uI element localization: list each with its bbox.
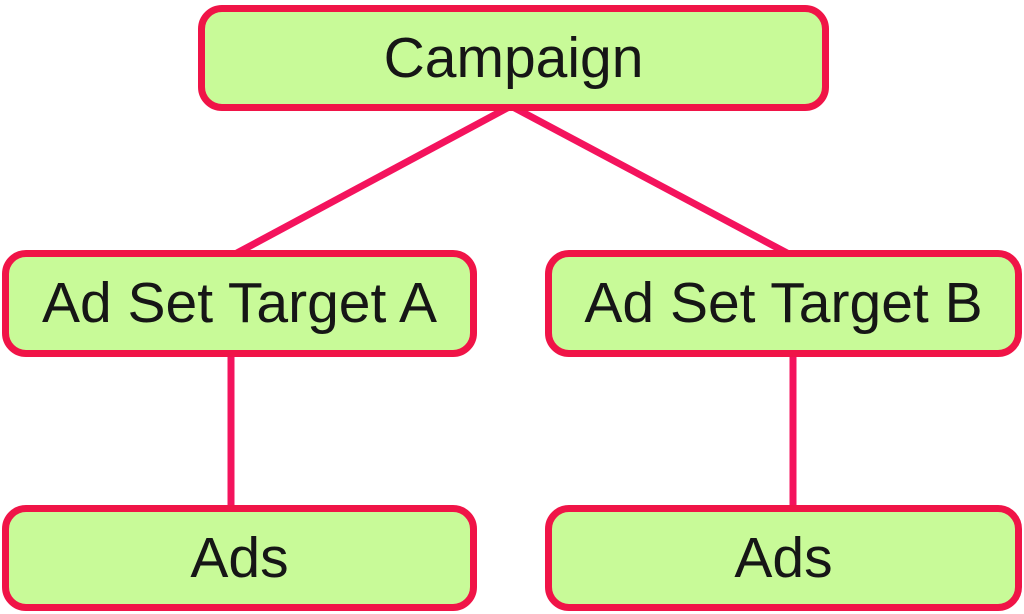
node-ad-set-target-b-label: Ad Set Target B [584,271,983,335]
node-ad-set-target-b: Ad Set Target B [545,250,1022,357]
node-ad-set-target-a: Ad Set Target A [2,250,477,357]
node-ads-b: Ads [545,505,1022,611]
node-ad-set-target-a-label: Ad Set Target A [41,271,438,335]
node-ads-a-label: Ads [190,525,289,590]
node-ads-a: Ads [2,505,477,611]
node-ads-b-label: Ads [734,525,833,590]
node-campaign: Campaign [198,5,829,111]
edge-campaign-adset-a [235,102,513,257]
node-campaign-label: Campaign [383,25,644,90]
edge-campaign-adset-b [509,102,789,257]
